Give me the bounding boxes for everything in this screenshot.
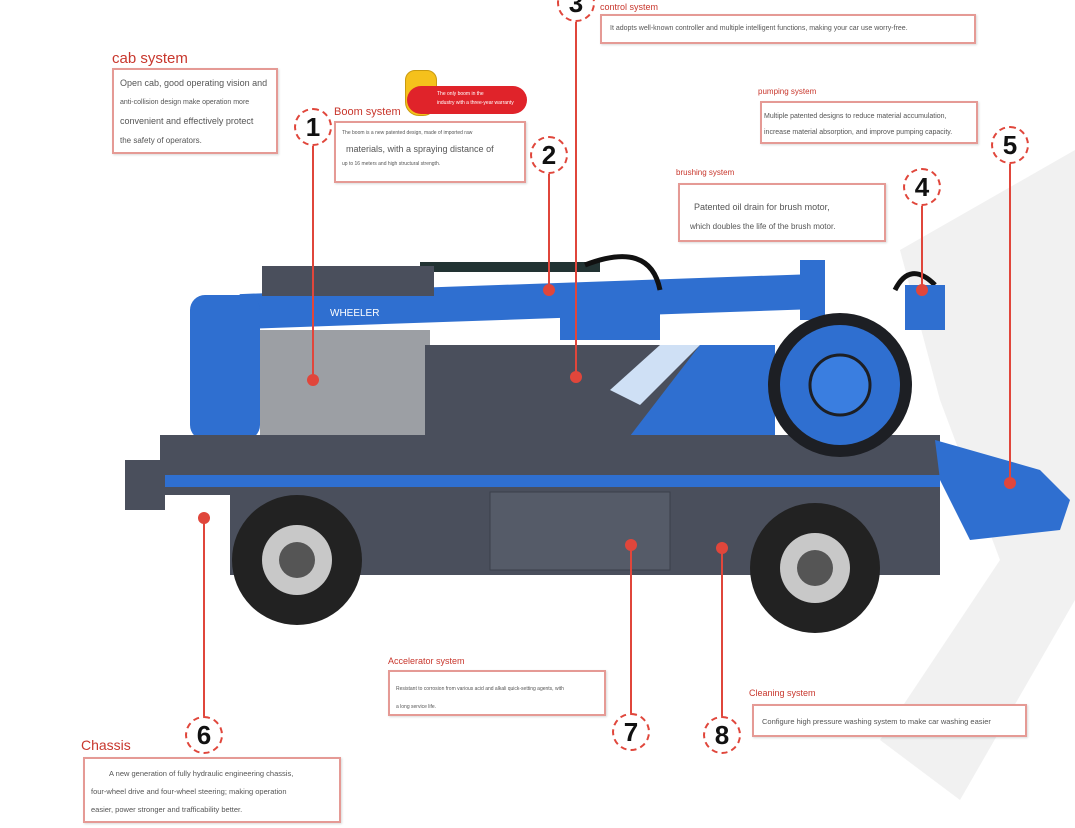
callout-text: Resistant to corrosion from various acid… — [396, 686, 564, 692]
accelerator-system-title: Accelerator system — [388, 656, 465, 666]
badge-text: industry with a three-year warranty — [437, 100, 514, 106]
control-system-callout: It adopts well-known controller and mult… — [600, 14, 976, 44]
callout-text: Open cab, good operating vision and — [120, 78, 268, 88]
pumping-system-title: pumping system — [758, 87, 817, 96]
callout-text: the safety of operators. — [120, 136, 202, 145]
callout-text: Configure high pressure washing system t… — [762, 717, 991, 726]
callout-text: convenient and effectively protect — [120, 116, 254, 126]
badge-text: The only boom in the — [437, 91, 484, 97]
marker-dots — [198, 284, 1016, 554]
callout-text: It adopts well-known controller and mult… — [610, 25, 908, 32]
callout-text: A new generation of fully hydraulic engi… — [109, 769, 294, 778]
cab: WHEELER — [190, 266, 434, 440]
marker-number-8: 8 — [703, 716, 741, 754]
marker-number-7: 7 — [612, 713, 650, 751]
wheels — [232, 495, 880, 633]
brushing-system-callout: Patented oil drain for brush motor, whic… — [678, 183, 886, 242]
callout-text: Multiple patented designs to reduce mate… — [764, 113, 947, 120]
marker-number-1: 1 — [294, 108, 332, 146]
chassis-title: Chassis — [81, 737, 131, 753]
marker-number-2: 2 — [530, 136, 568, 174]
cab-system-callout: Open cab, good operating vision and anti… — [112, 68, 278, 154]
cleaning-system-title: Cleaning system — [749, 688, 816, 698]
callout-text: four-wheel drive and four-wheel steering… — [91, 787, 287, 796]
callout-text: easier, power stronger and trafficabilit… — [91, 805, 243, 814]
callout-text: The boom is a new patented design, made … — [342, 130, 473, 136]
callout-text: increase material absorption, and improv… — [764, 129, 953, 136]
callout-text: which doubles the life of the brush moto… — [690, 222, 836, 231]
marker-number-6: 6 — [185, 716, 223, 754]
boom — [239, 254, 945, 340]
boom-system-title: Boom system — [334, 106, 401, 118]
truck-brand-text: WHEELER — [330, 308, 379, 319]
callout-text: materials, with a spraying distance of — [346, 144, 494, 154]
accelerator-system-callout: Resistant to corrosion from various acid… — [388, 670, 606, 716]
warranty-badge: The only boom in the industry with a thr… — [407, 86, 527, 114]
cleaning-system-callout: Configure high pressure washing system t… — [752, 704, 1027, 737]
pumping-system-callout: Multiple patented designs to reduce mate… — [760, 101, 978, 144]
marker-number-5: 5 — [991, 126, 1029, 164]
cab-system-title: cab system — [112, 50, 188, 67]
marker-number-3: 3 — [557, 0, 595, 22]
marker-number-4: 4 — [903, 168, 941, 206]
brushing-system-title: brushing system — [676, 168, 735, 177]
chassis-callout: A new generation of fully hydraulic engi… — [83, 757, 341, 823]
callout-text: Patented oil drain for brush motor, — [694, 202, 830, 212]
leader-lines — [203, 20, 1011, 718]
callout-text: up to 16 meters and high structural stre… — [342, 161, 441, 167]
control-system-title: control system — [600, 2, 659, 12]
boom-system-callout: The boom is a new patented design, made … — [334, 121, 526, 183]
callout-text: anti-collision design make operation mor… — [120, 99, 250, 106]
callout-text: a long service life. — [396, 704, 437, 710]
